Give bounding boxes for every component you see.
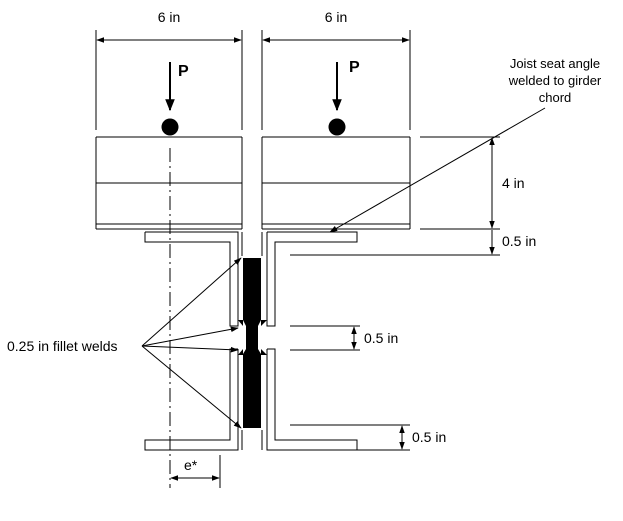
- joist-right: [261, 136, 411, 230]
- girder-weld-block: [243, 258, 261, 428]
- seat-angle-left-bottom: [144, 348, 239, 451]
- seat-angle-right-top: [266, 231, 358, 327]
- depth-label: 4 in: [502, 175, 525, 191]
- seat-angle-left-top: [144, 231, 239, 327]
- bottom-gap-dimension: [290, 424, 410, 451]
- load-point-left: [161, 118, 179, 136]
- bottom-gap-label: 0.5 in: [412, 429, 446, 445]
- weld-gap-label: 0.5 in: [364, 330, 398, 346]
- right-width-label: 6 in: [325, 9, 348, 25]
- eccentricity-label: e*: [184, 457, 198, 473]
- load-label-left: P: [178, 63, 189, 80]
- load-point-right: [328, 118, 346, 136]
- left-width-label: 6 in: [158, 9, 181, 25]
- fillet-weld-callout: 0.25 in fillet welds: [7, 338, 118, 354]
- width-dimension-right: [261, 30, 411, 130]
- joist-seat-leader: [329, 107, 546, 233]
- width-dimension-left: [95, 30, 243, 130]
- depth-dimension-4in: [420, 136, 500, 230]
- joist-seat-callout-line3: chord: [539, 90, 572, 105]
- joist-left: [95, 136, 243, 230]
- seat-thickness-label: 0.5 in: [502, 233, 536, 249]
- fillet-weld-leaders: [141, 257, 242, 429]
- load-label-right: P: [349, 59, 360, 76]
- seat-angle-right-bottom: [266, 348, 358, 451]
- eccentricity-dimension: [170, 455, 221, 488]
- joist-seat-callout-line1: Joist seat angle: [510, 56, 600, 71]
- joist-seat-callout-line2: welded to girder: [508, 73, 602, 88]
- seat-thickness-dimension: [290, 230, 500, 256]
- weld-gap-dimension: [290, 325, 360, 351]
